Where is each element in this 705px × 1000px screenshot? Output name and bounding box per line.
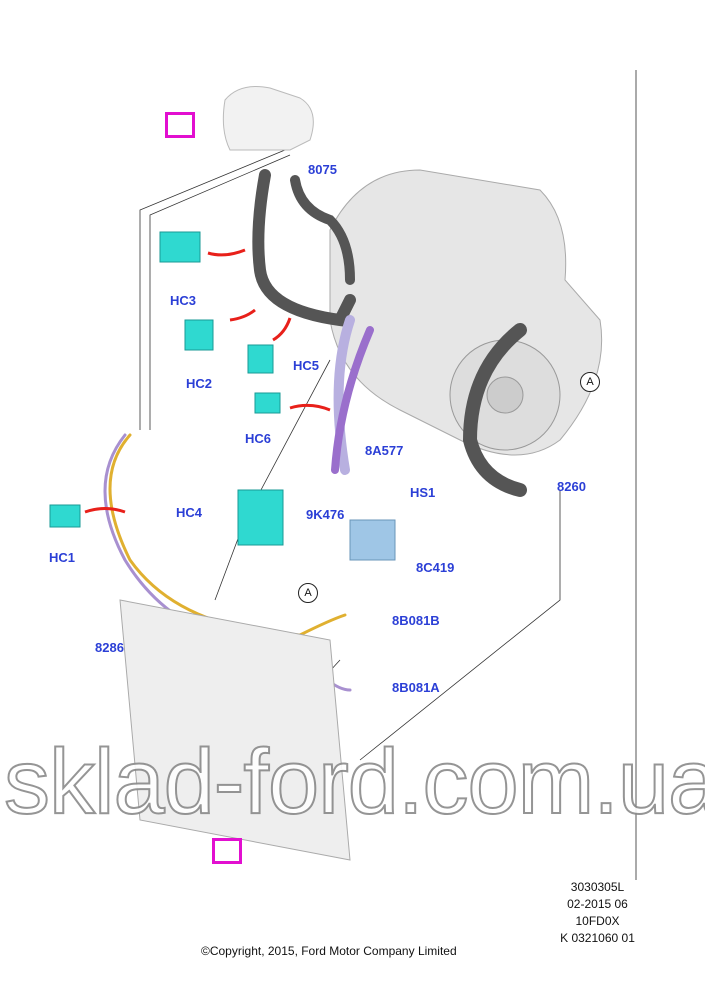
callout-a: A <box>580 372 600 392</box>
part-label-8b081b[interactable]: 8B081B <box>392 613 440 628</box>
red-arrows <box>84 248 331 514</box>
radiator <box>119 599 351 861</box>
watermark: sklad-ford.com.ua <box>3 731 705 833</box>
illustration-code: 3030305L <box>570 880 625 894</box>
part-label-hc6[interactable]: HC6 <box>245 431 272 446</box>
part-label-hc2[interactable]: HC2 <box>186 376 213 391</box>
part-label-8c419[interactable]: 8C419 <box>416 560 455 575</box>
model-code: 10FD0X <box>575 914 620 928</box>
part-label-8075[interactable]: 8075 <box>308 162 337 177</box>
part-label-9k476[interactable]: 9K476 <box>306 507 345 522</box>
part-label-hc4[interactable]: HC4 <box>176 505 203 520</box>
part-label-hs1[interactable]: HS1 <box>410 485 436 500</box>
date-code: 02-2015 06 <box>567 897 628 911</box>
flywheel-hub <box>486 376 524 414</box>
part-label-8a577[interactable]: 8A577 <box>365 443 404 458</box>
part-label-hc1[interactable]: HC1 <box>49 550 76 565</box>
part-label-hc5[interactable]: HC5 <box>293 358 320 373</box>
external-link-icon[interactable] <box>165 112 195 138</box>
part-label-8260[interactable]: 8260 <box>557 479 586 494</box>
coolant-reservoir <box>222 86 314 151</box>
clips <box>49 231 396 561</box>
copyright: ©Copyright, 2015, Ford Motor Company Lim… <box>201 944 457 958</box>
part-label-8b081a[interactable]: 8B081A <box>392 680 440 695</box>
part-label-8286[interactable]: 8286 <box>95 640 124 655</box>
callout-a: A <box>298 583 318 603</box>
external-link-icon[interactable] <box>212 838 242 864</box>
part-label-hc3[interactable]: HC3 <box>170 293 197 308</box>
reference-code: K 0321060 01 <box>560 931 635 945</box>
